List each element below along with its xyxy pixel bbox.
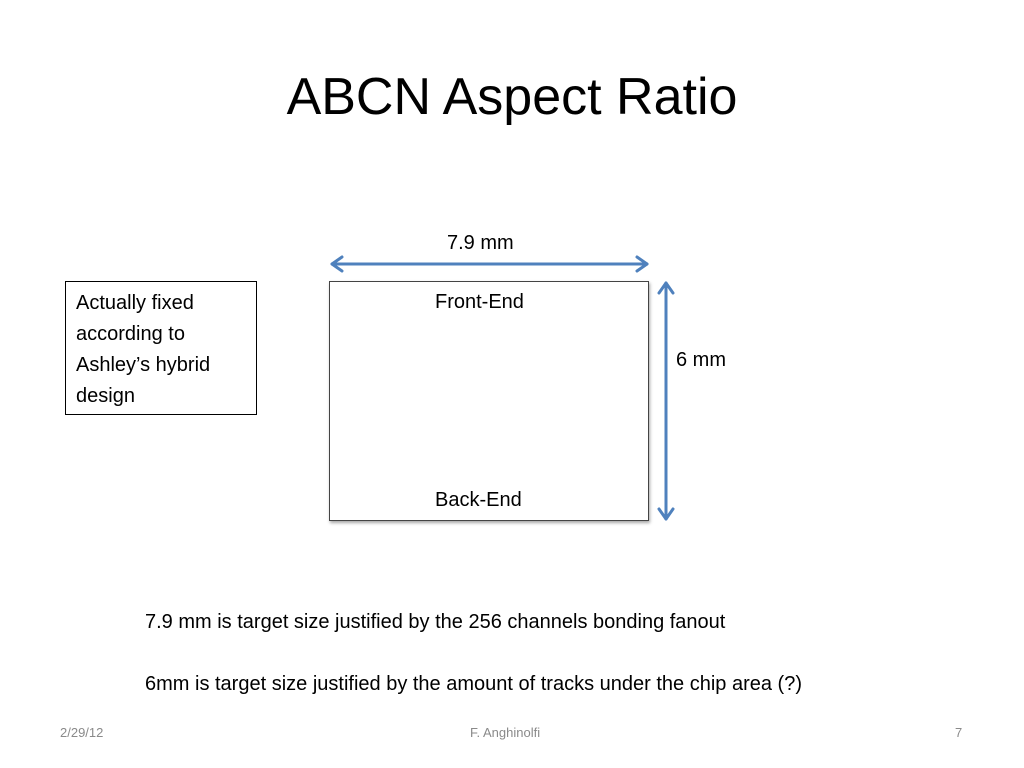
chip-outline <box>329 281 649 521</box>
front-end-label: Front-End <box>435 291 524 313</box>
height-label: 6 mm <box>676 349 726 371</box>
footer-page-number: 7 <box>955 725 963 740</box>
bullet-height-justification: 6mm is target size justified by the amou… <box>145 673 802 695</box>
slide-title: ABCN Aspect Ratio <box>286 68 738 126</box>
footer-author: F. Anghinolfi <box>470 725 541 740</box>
footer-date: 2/29/12 <box>60 725 104 740</box>
bullet-width-justification: 7.9 mm is target size justified by the 2… <box>145 611 726 633</box>
height-arrow <box>657 281 675 521</box>
note-box: Actually fixed according to Ashley’s hyb… <box>65 281 257 415</box>
width-arrow <box>330 255 649 273</box>
back-end-label: Back-End <box>435 489 522 511</box>
width-label: 7.9 mm <box>447 232 514 254</box>
